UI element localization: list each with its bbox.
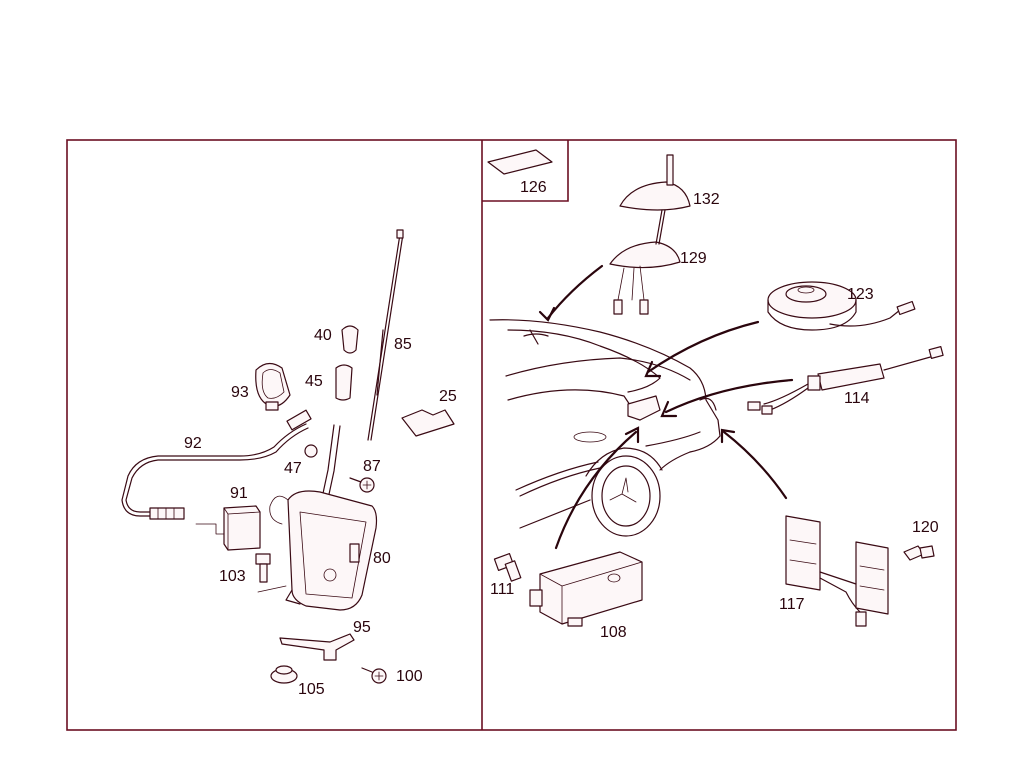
- part-80-antenna-motor: [257, 424, 378, 611]
- label-85: 85: [394, 336, 412, 353]
- label-45: 45: [305, 373, 323, 390]
- part-105-rubber-mount: [270, 665, 298, 684]
- right-panel: [487, 149, 944, 627]
- part-100-screw: [361, 667, 387, 684]
- part-45-sleeve: [335, 364, 353, 401]
- label-129: 129: [680, 250, 707, 267]
- label-87: 87: [363, 458, 381, 475]
- label-123: 123: [847, 286, 874, 303]
- part-91-module: [195, 505, 261, 551]
- label-92: 92: [184, 435, 202, 452]
- label-91: 91: [230, 485, 248, 502]
- part-126-label: [487, 149, 553, 175]
- part-47-nut: [304, 444, 318, 458]
- label-95: 95: [353, 619, 371, 636]
- part-93-grommet: [255, 362, 291, 411]
- part-25-seal: [401, 409, 455, 437]
- label-100: 100: [396, 668, 423, 685]
- label-93: 93: [231, 384, 249, 401]
- label-114: 114: [844, 390, 870, 407]
- part-117-window-antenna: [785, 515, 889, 627]
- label-126: 126: [520, 179, 547, 196]
- label-120: 120: [912, 519, 939, 536]
- part-114-antenna-amplifier: [747, 345, 944, 415]
- part-123-reel: [767, 281, 916, 331]
- vehicle-rear-outline: [489, 319, 721, 537]
- label-108: 108: [600, 624, 627, 641]
- part-120-clip: [903, 545, 935, 561]
- label-103: 103: [219, 568, 246, 585]
- label-111: 111: [490, 581, 514, 598]
- label-105: 105: [298, 681, 325, 698]
- part-132-roof-antenna: [619, 154, 691, 211]
- part-87-screw: [349, 477, 375, 493]
- part-92-antenna-cable: [121, 409, 312, 520]
- part-108-control-unit: [529, 551, 643, 627]
- part-85-antenna-mast: [367, 229, 404, 441]
- inset-box-126: [482, 140, 569, 202]
- label-47: 47: [284, 460, 302, 477]
- part-40-cap: [341, 325, 359, 354]
- part-103-bolt: [255, 553, 271, 583]
- label-132: 132: [693, 191, 720, 208]
- label-117: 117: [779, 596, 805, 613]
- diagram-frame: [66, 139, 957, 731]
- part-129-roof-antenna: [609, 209, 681, 315]
- label-25: 25: [439, 388, 457, 405]
- part-111-bolt: [493, 553, 522, 582]
- assembly-arrows: [538, 264, 794, 550]
- part-95-bracket: [279, 633, 355, 661]
- left-panel: [121, 229, 455, 684]
- label-40: 40: [314, 327, 332, 344]
- label-80: 80: [373, 550, 391, 567]
